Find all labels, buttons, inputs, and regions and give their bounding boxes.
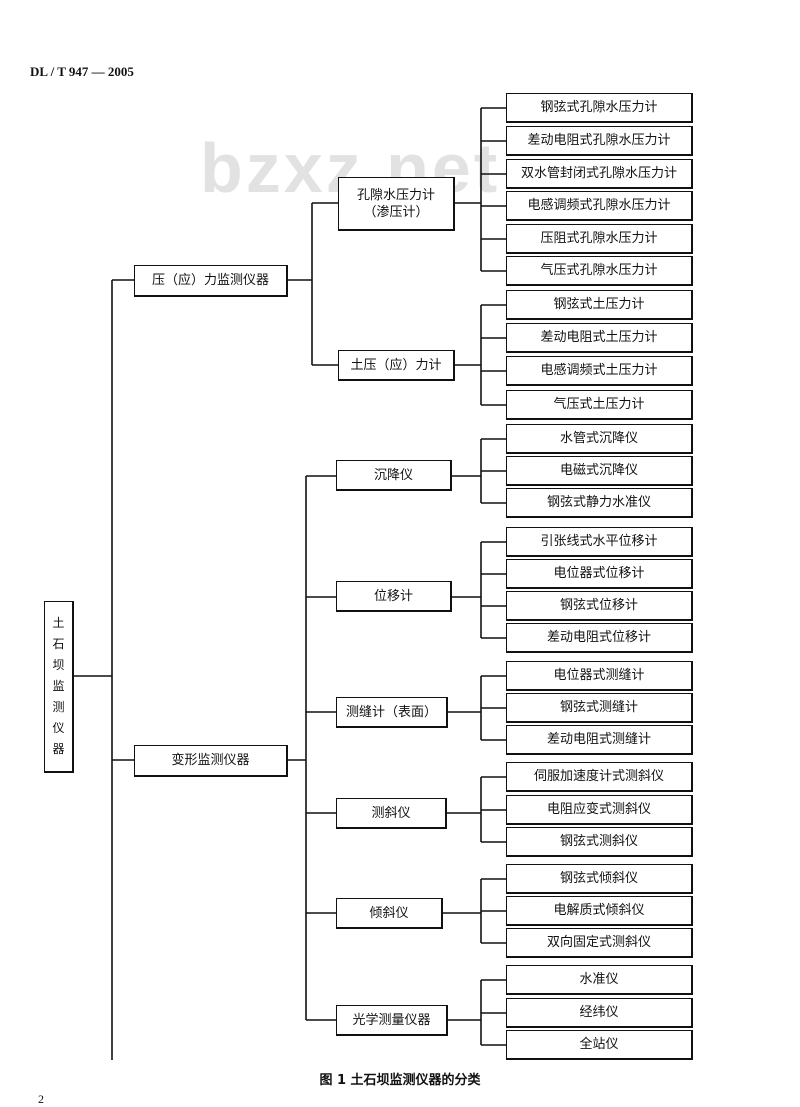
root-char: 测 xyxy=(52,700,65,714)
leaf-box: 引张线式水平位移计 xyxy=(506,527,693,557)
root-node: 土 石 坝 监 测 仪 器 xyxy=(44,601,74,773)
leaf-box: 钢弦式测斜仪 xyxy=(506,827,693,857)
leaf-box: 气压式孔隙水压力计 xyxy=(506,256,693,286)
leaf-box: 差动电阻式位移计 xyxy=(506,623,693,653)
page-number: 2 xyxy=(38,1092,44,1106)
leaf-box: 钢弦式测缝计 xyxy=(506,693,693,723)
node-inclinometer: 测斜仪 xyxy=(336,798,447,829)
node-tiltmeter: 倾斜仪 xyxy=(336,898,443,929)
leaf-box: 钢弦式土压力计 xyxy=(506,290,693,320)
figure-caption: 图 1 土石坝监测仪器的分类 xyxy=(319,1073,481,1088)
leaf-box: 经纬仪 xyxy=(506,998,693,1028)
leaf-box: 钢弦式孔隙水压力计 xyxy=(506,93,693,123)
node-deformation-instruments: 变形监测仪器 xyxy=(134,745,288,777)
leaf-box: 电感调频式孔隙水压力计 xyxy=(506,191,693,221)
root-char: 土 xyxy=(52,616,65,630)
node-pressure-instruments: 压（应）力监测仪器 xyxy=(134,265,288,297)
node-settlement-gauge: 沉降仪 xyxy=(336,460,452,491)
leaf-box: 双水管封闭式孔隙水压力计 xyxy=(506,159,693,189)
node-crack-meter: 测缝计（表面） xyxy=(336,697,448,728)
root-char: 监 xyxy=(52,679,65,693)
node-displacement-meter: 位移计 xyxy=(336,581,452,612)
leaf-box: 差动电阻式土压力计 xyxy=(506,323,693,353)
leaf-box: 差动电阻式测缝计 xyxy=(506,725,693,755)
leaf-box: 压阻式孔隙水压力计 xyxy=(506,224,693,254)
leaf-box: 差动电阻式孔隙水压力计 xyxy=(506,126,693,156)
leaf-box: 水管式沉降仪 xyxy=(506,424,693,454)
leaf-box: 电位器式位移计 xyxy=(506,559,693,589)
node-optical-instruments: 光学测量仪器 xyxy=(336,1005,448,1036)
root-char: 仪 xyxy=(52,721,65,735)
leaf-box: 伺服加速度计式测斜仪 xyxy=(506,762,693,792)
leaf-box: 电感调频式土压力计 xyxy=(506,356,693,386)
leaf-box: 双向固定式测斜仪 xyxy=(506,928,693,958)
standard-code: DL / T 947 — 2005 xyxy=(30,64,134,79)
root-char: 坝 xyxy=(52,658,65,672)
root-char: 器 xyxy=(52,742,65,756)
leaf-box: 电阻应变式测斜仪 xyxy=(506,795,693,825)
root-char: 石 xyxy=(52,637,65,651)
leaf-box: 钢弦式倾斜仪 xyxy=(506,864,693,894)
leaf-box: 电解质式倾斜仪 xyxy=(506,896,693,926)
leaf-box: 全站仪 xyxy=(506,1030,693,1060)
leaf-box: 钢弦式静力水准仪 xyxy=(506,488,693,518)
leaf-box: 钢弦式位移计 xyxy=(506,591,693,621)
node-earth-pressure-meter: 土压（应）力计 xyxy=(338,350,455,381)
node-pore-pressure-meter: 孔隙水压力计 （渗压计） xyxy=(338,177,455,231)
leaf-box: 水准仪 xyxy=(506,965,693,995)
leaf-box: 电位器式测缝计 xyxy=(506,661,693,691)
leaf-box: 气压式土压力计 xyxy=(506,390,693,420)
leaf-box: 电磁式沉降仪 xyxy=(506,456,693,486)
